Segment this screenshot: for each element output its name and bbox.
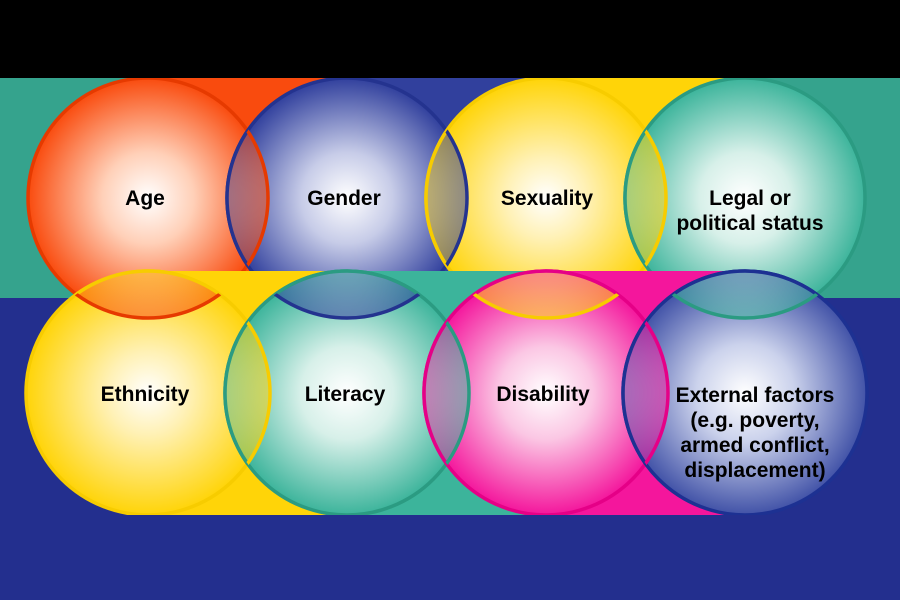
arc-disability-in-sexuality [426, 269, 666, 318]
label-external-line3: armed conflict, [680, 434, 829, 457]
label-age: Age [125, 187, 165, 210]
arc-age-in-ethnicity [26, 271, 270, 320]
label-sexuality: Sexuality [501, 187, 594, 210]
arc-gender-in-sexuality [426, 78, 469, 318]
arc-sexuality-in-disability [424, 271, 668, 320]
label-gender: Gender [307, 187, 381, 210]
arc-literacy-in-ethnicity [223, 271, 270, 515]
label-literacy: Literacy [305, 383, 386, 406]
arc-gender-in-age [225, 78, 268, 318]
label-ethnicity: Ethnicity [101, 383, 190, 406]
arc-disability-in-external [623, 271, 670, 515]
arc-external-in-legal [625, 269, 865, 318]
arc-literacy-in-gender [227, 269, 467, 318]
arc-legal-in-external [623, 271, 867, 320]
label-legal-line2: political status [676, 212, 823, 235]
label-legal-line1: Legal or [709, 187, 791, 210]
arc-ethnicity-in-age [28, 269, 268, 318]
label-disability: Disability [496, 383, 590, 406]
label-external-line4: displacement) [684, 459, 825, 482]
top-black-band [0, 0, 900, 78]
arc-legal-in-sexuality [623, 78, 666, 318]
arc-ethnicity-in-literacy [225, 271, 272, 515]
label-external-line2: (e.g. poverty, [690, 409, 819, 432]
arc-disability-in-literacy [422, 271, 469, 515]
arc-sexuality-in-legal [625, 78, 668, 318]
arc-literacy-in-disability [424, 271, 471, 515]
arc-gender-in-literacy [225, 271, 469, 320]
arc-external-in-disability [621, 271, 668, 515]
circles-stage [24, 78, 869, 515]
arc-age-in-gender [227, 78, 270, 318]
arc-sexuality-in-gender [424, 78, 467, 318]
label-external-line1: External factors [676, 384, 835, 407]
